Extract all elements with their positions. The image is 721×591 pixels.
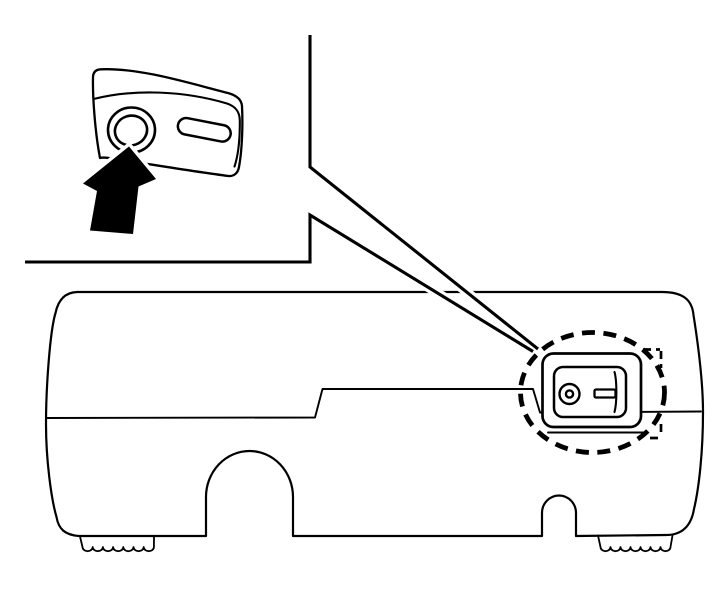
line-art-root: [25, 35, 705, 553]
leader-lower-line: [25, 212, 534, 353]
dashed-highlight-ellipse: [518, 330, 667, 455]
power-dot-symbol: [564, 389, 575, 399]
device-outline: [44, 290, 705, 538]
callout-leader-lines: [25, 35, 541, 356]
switch-recess-dashed-marks: [643, 348, 663, 440]
leader-upper-halo: [305, 35, 541, 353]
power-circle-symbol: [558, 382, 581, 406]
power-button-inner-ring: [113, 114, 149, 147]
up-arrow-icon: [83, 146, 156, 234]
rubber-foot-left: [79, 535, 155, 553]
rubber-foot-right: [597, 534, 674, 553]
indicator-slot: [176, 116, 232, 143]
pointer-arrow: [79, 143, 160, 238]
closeup-panel-crease: [92, 91, 241, 168]
power-switch-assembly: [541, 348, 663, 440]
leader-upper-line: [308, 35, 539, 351]
power-bar-symbol: [593, 388, 617, 399]
